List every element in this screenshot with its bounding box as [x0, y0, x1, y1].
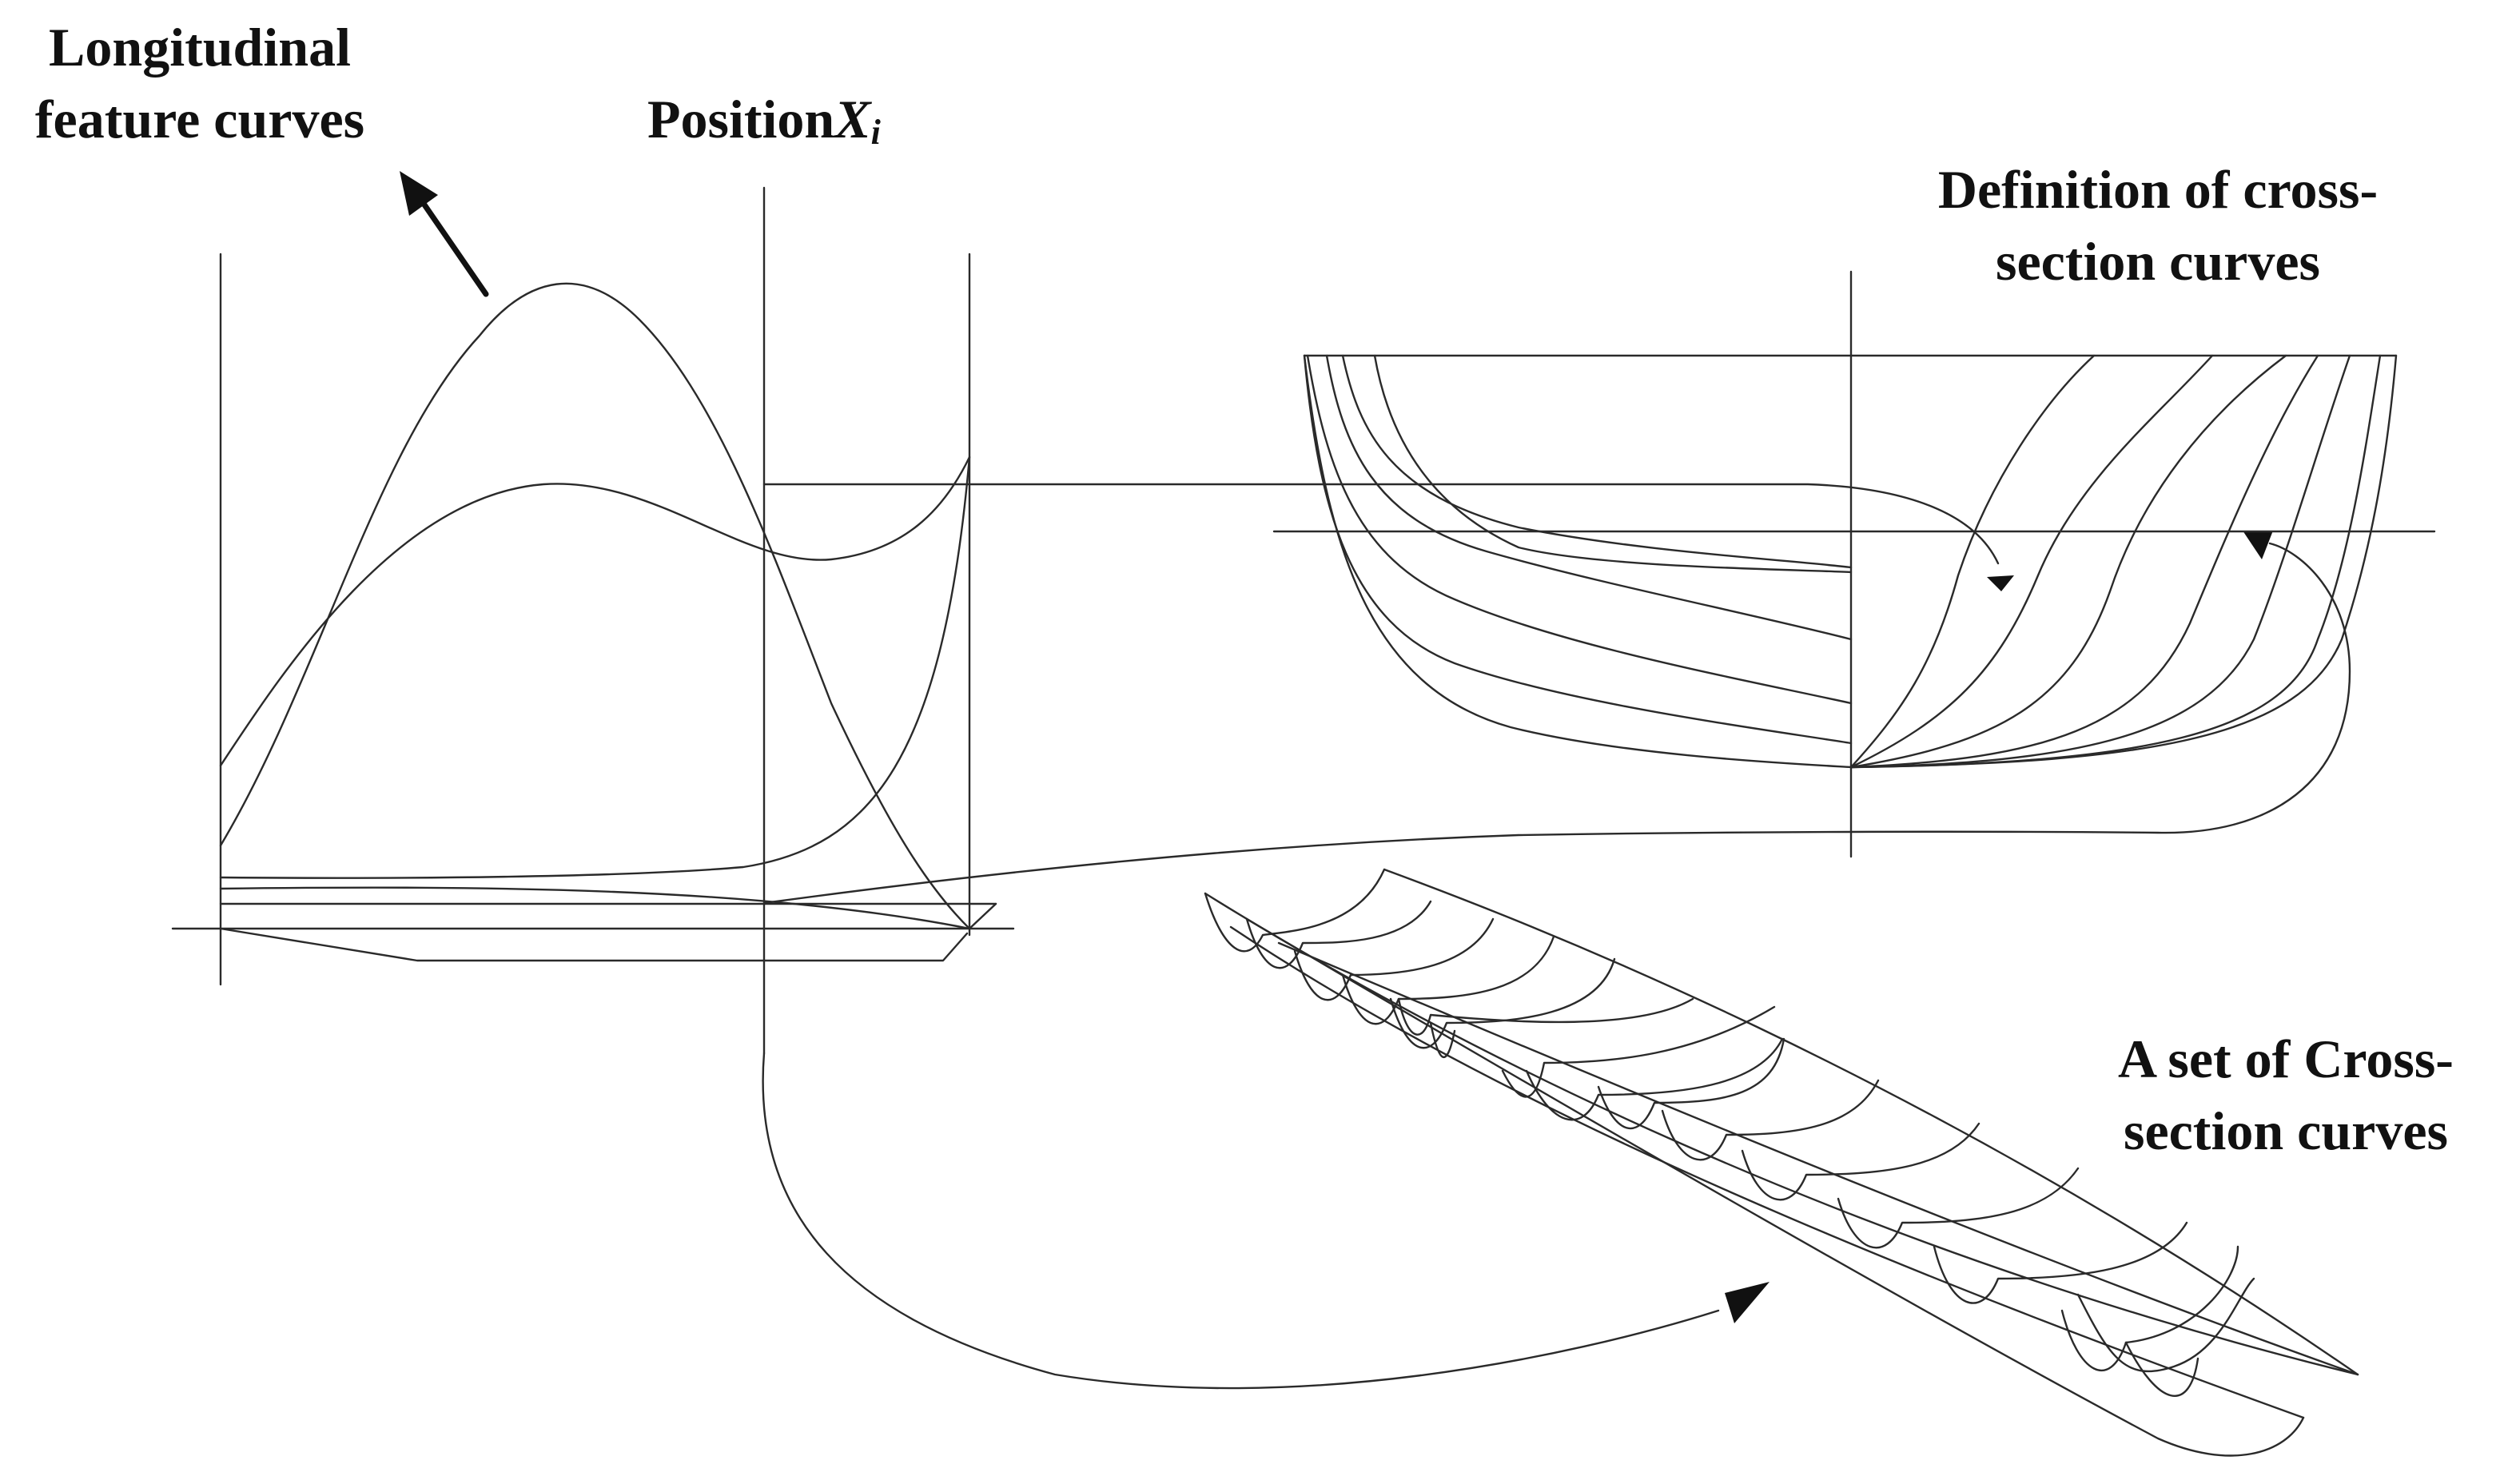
aft-section-6 [1373, 354, 1853, 574]
position-subscript: i [870, 113, 881, 152]
feature-curve-flat-side [219, 456, 971, 879]
longitudinal-label-line1: Longitudinal [49, 17, 351, 78]
position-to-hull-arrow [762, 1052, 1770, 1390]
hull-sheer-line [1383, 868, 2359, 1376]
hull-section-8 [1501, 1005, 1776, 1098]
hull-section-3 [1293, 917, 1495, 1001]
set-label-line1: A set of Cross- [2118, 1028, 2454, 1089]
definition-label-line2: section curves [1995, 231, 2320, 292]
hull-section-15 [2060, 1245, 2239, 1371]
hull-bottom-line [1245, 917, 2305, 1457]
feature-curve-flat-bottom [219, 886, 971, 930]
sweep-arrowhead [1725, 1282, 1770, 1323]
set-of-cross-section-label: A set of Cross- section curves [2078, 1023, 2494, 1167]
fwd-section-3 [1849, 354, 2287, 769]
position-xi-label: PositionXi [647, 83, 881, 169]
stem-profile [219, 927, 969, 962]
position-to-section-connector [968, 483, 2000, 565]
section-arrowhead [2243, 531, 2273, 559]
set-label-line2: section curves [2123, 1100, 2448, 1161]
hull-section-16 [2124, 1341, 2199, 1397]
fwd-section-2 [1849, 354, 2214, 769]
hull-section-11 [1661, 1079, 1880, 1161]
body-plan-panel [1272, 270, 2436, 858]
hull-keel-line [1229, 925, 2305, 1419]
fwd-section-1 [1849, 354, 2096, 769]
hull-section-7 [1397, 997, 1694, 1036]
hull-section-5 [1389, 957, 1616, 1049]
hull-section-13 [1837, 1167, 2080, 1249]
hull-section-4 [1341, 935, 1555, 1025]
hull-section-2 [1245, 900, 1432, 969]
arrow-shaft [416, 193, 489, 297]
longitudinal-label-line2: feature curves [34, 89, 365, 149]
hull-section-14 [1933, 1221, 2188, 1304]
longitudinal-panel [171, 253, 1015, 986]
fwd-section-4 [1849, 354, 2319, 769]
fwd-section-5 [1849, 354, 2351, 769]
position-label-text: Position [647, 89, 835, 149]
hull-section-6 [1429, 1021, 1456, 1059]
longitudinal-feature-curves-label: Longitudinal feature curves [0, 11, 400, 155]
fwd-section-6 [1849, 354, 2382, 769]
hull-section-1 [1204, 868, 1386, 953]
longitudinal-label-arrow [400, 171, 489, 297]
bottom-to-section-connector [762, 542, 2351, 905]
hull-wireframe [1204, 868, 2359, 1457]
position-xi-guide [762, 186, 2351, 1055]
fwd-section-7 [1849, 354, 2398, 769]
aft-section-4 [1325, 354, 1853, 641]
hull-section-9 [1525, 1037, 1784, 1121]
definition-label-line1: Definition of cross- [1937, 159, 2379, 220]
hull-section-10 [1597, 1037, 1785, 1130]
position-symbol: Xi [834, 89, 881, 152]
feature-curve-keel-profile [968, 902, 997, 930]
feature-curve-sectional-area [219, 282, 971, 930]
feature-curve-beam [219, 456, 971, 767]
sweep-curve [762, 1052, 1720, 1390]
aft-section-5 [1341, 354, 1853, 569]
aft-section-2 [1303, 354, 1853, 745]
definition-of-cross-section-label: Definition of cross- section curves [1862, 153, 2454, 297]
hull-chine-line [1277, 941, 2359, 1376]
hull-section-12 [1741, 1122, 1981, 1201]
aft-section-3 [1306, 354, 1853, 705]
aft-section-1 [1303, 354, 1853, 769]
arrow-head [400, 171, 438, 216]
connector-arrowhead [1987, 575, 2014, 591]
hull-section-17 [2076, 1277, 2255, 1373]
